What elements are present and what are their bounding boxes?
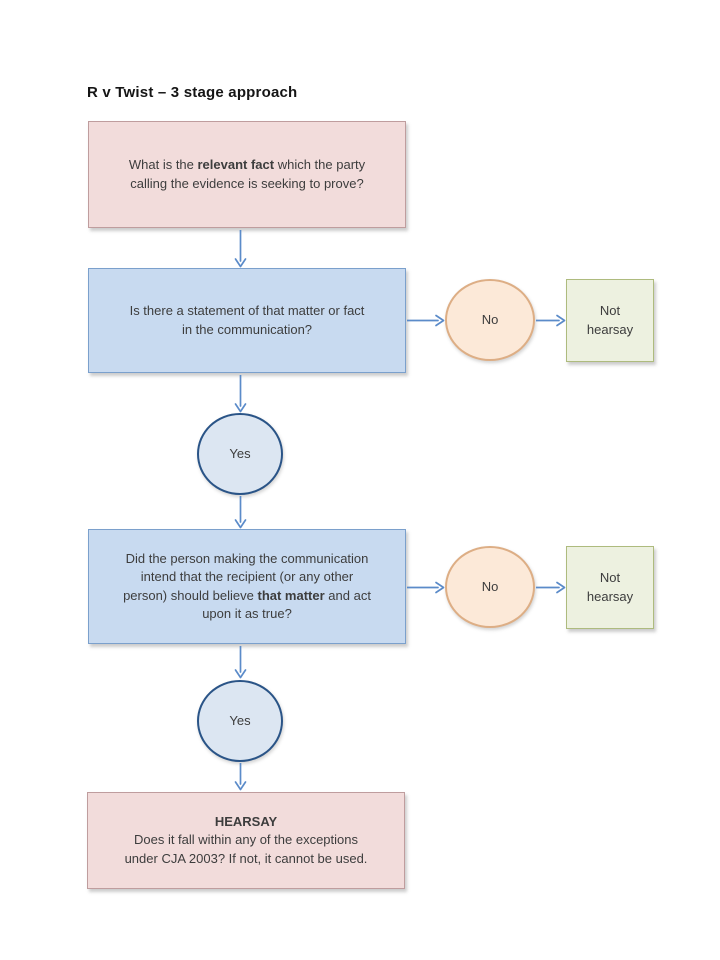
arrow-right-icon	[407, 314, 445, 327]
node-text-line: Not	[599, 303, 621, 319]
node-yes-circle-1: Yes	[197, 413, 283, 495]
node-hearsay-result: HEARSAY Does it fall within any of the e…	[87, 792, 405, 889]
node-text-line: person) should believe that matter and a…	[123, 587, 371, 603]
arrow-right-icon	[536, 314, 566, 327]
node-text-line: Yes	[229, 445, 251, 461]
arrow-down-icon	[234, 646, 247, 679]
node-text-line: HEARSAY	[214, 813, 278, 829]
node-text-line: hearsay	[586, 588, 634, 604]
arrow-right-icon	[536, 581, 566, 594]
node-text-line: Is there a statement of that matter or f…	[129, 303, 365, 319]
arrow-down-icon	[234, 496, 247, 529]
node-text-line: No	[481, 578, 499, 594]
arrow-down-icon	[234, 375, 247, 413]
node-yes-circle-2: Yes	[197, 680, 283, 762]
arrow-down-icon	[234, 230, 247, 268]
node-text-line: What is the relevant fact which the part…	[128, 157, 366, 173]
node-statement-question: Is there a statement of that matter or f…	[88, 268, 406, 373]
node-relevant-fact-question: What is the relevant fact which the part…	[88, 121, 406, 228]
node-text-line: Not	[599, 570, 621, 586]
arrow-down-icon	[234, 763, 247, 791]
node-not-hearsay-1: Not hearsay	[566, 279, 654, 362]
node-text-line: under CJA 2003? If not, it cannot be use…	[124, 850, 368, 866]
arrow-right-icon	[407, 581, 445, 594]
node-text-line: upon it as true?	[202, 605, 292, 621]
node-text-line: in the communication?	[181, 321, 313, 337]
node-text-line: calling the evidence is seeking to prove…	[130, 175, 364, 191]
node-text-line: intend that the recipient (or any other	[140, 569, 354, 585]
node-no-circle-2: No	[445, 546, 535, 628]
node-text-line: No	[481, 311, 499, 327]
node-text-line: Did the person making the communication	[125, 550, 369, 566]
node-text-line: Yes	[229, 712, 251, 728]
node-intend-question: Did the person making the communication …	[88, 529, 406, 644]
node-not-hearsay-2: Not hearsay	[566, 546, 654, 629]
node-text-line: Does it fall within any of the exception…	[133, 832, 358, 848]
page-title: R v Twist – 3 stage approach	[87, 84, 298, 101]
node-text-line: hearsay	[586, 321, 634, 337]
node-no-circle-1: No	[445, 279, 535, 361]
